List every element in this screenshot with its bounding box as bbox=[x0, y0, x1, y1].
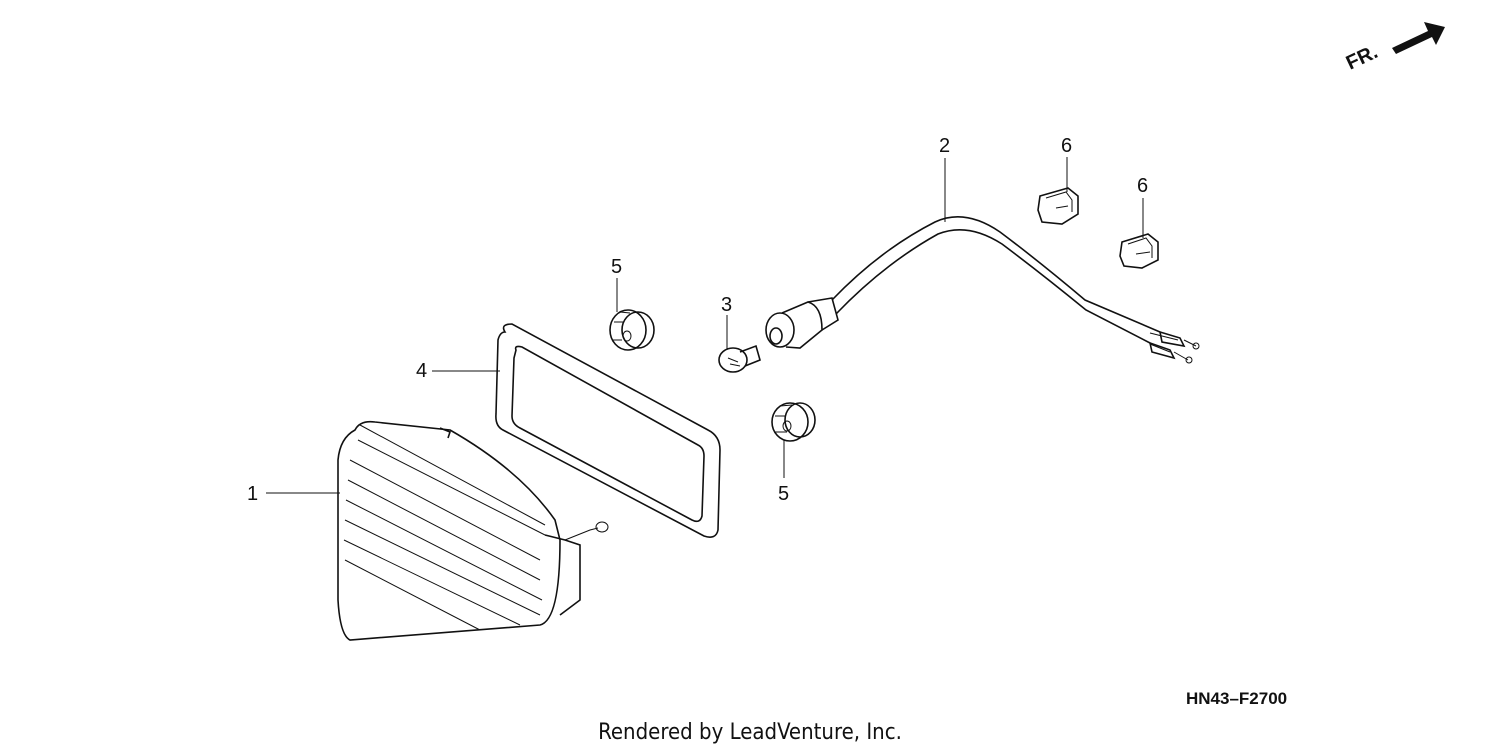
callout-6-lower: 6 bbox=[1137, 175, 1148, 197]
callout-3: 3 bbox=[721, 294, 732, 316]
part-6-clip-upper bbox=[1037, 187, 1079, 225]
front-arrow-icon bbox=[1392, 22, 1445, 54]
part-4-gasket bbox=[495, 323, 721, 538]
callout-4: 4 bbox=[416, 360, 427, 382]
callout-6-upper: 6 bbox=[1061, 135, 1072, 157]
part-2-socket-harness bbox=[765, 216, 1200, 364]
part-3-bulb bbox=[718, 344, 761, 373]
part-5-grommet-upper bbox=[609, 309, 655, 351]
front-direction-marker: FR. bbox=[1343, 22, 1445, 75]
callout-1: 1 bbox=[247, 483, 258, 505]
callout-5-lower: 5 bbox=[778, 483, 789, 505]
part-1-light-housing bbox=[337, 420, 609, 641]
callout-2: 2 bbox=[939, 135, 950, 157]
front-marker-text: FR. bbox=[1343, 41, 1381, 75]
part-6-clip-lower bbox=[1119, 233, 1159, 269]
part-5-grommet-lower bbox=[771, 402, 816, 442]
credit-text: Rendered by LeadVenture, Inc. bbox=[598, 720, 902, 745]
callout-5-upper: 5 bbox=[611, 256, 622, 278]
diagram-code: HN43–F2700 bbox=[1186, 689, 1287, 708]
